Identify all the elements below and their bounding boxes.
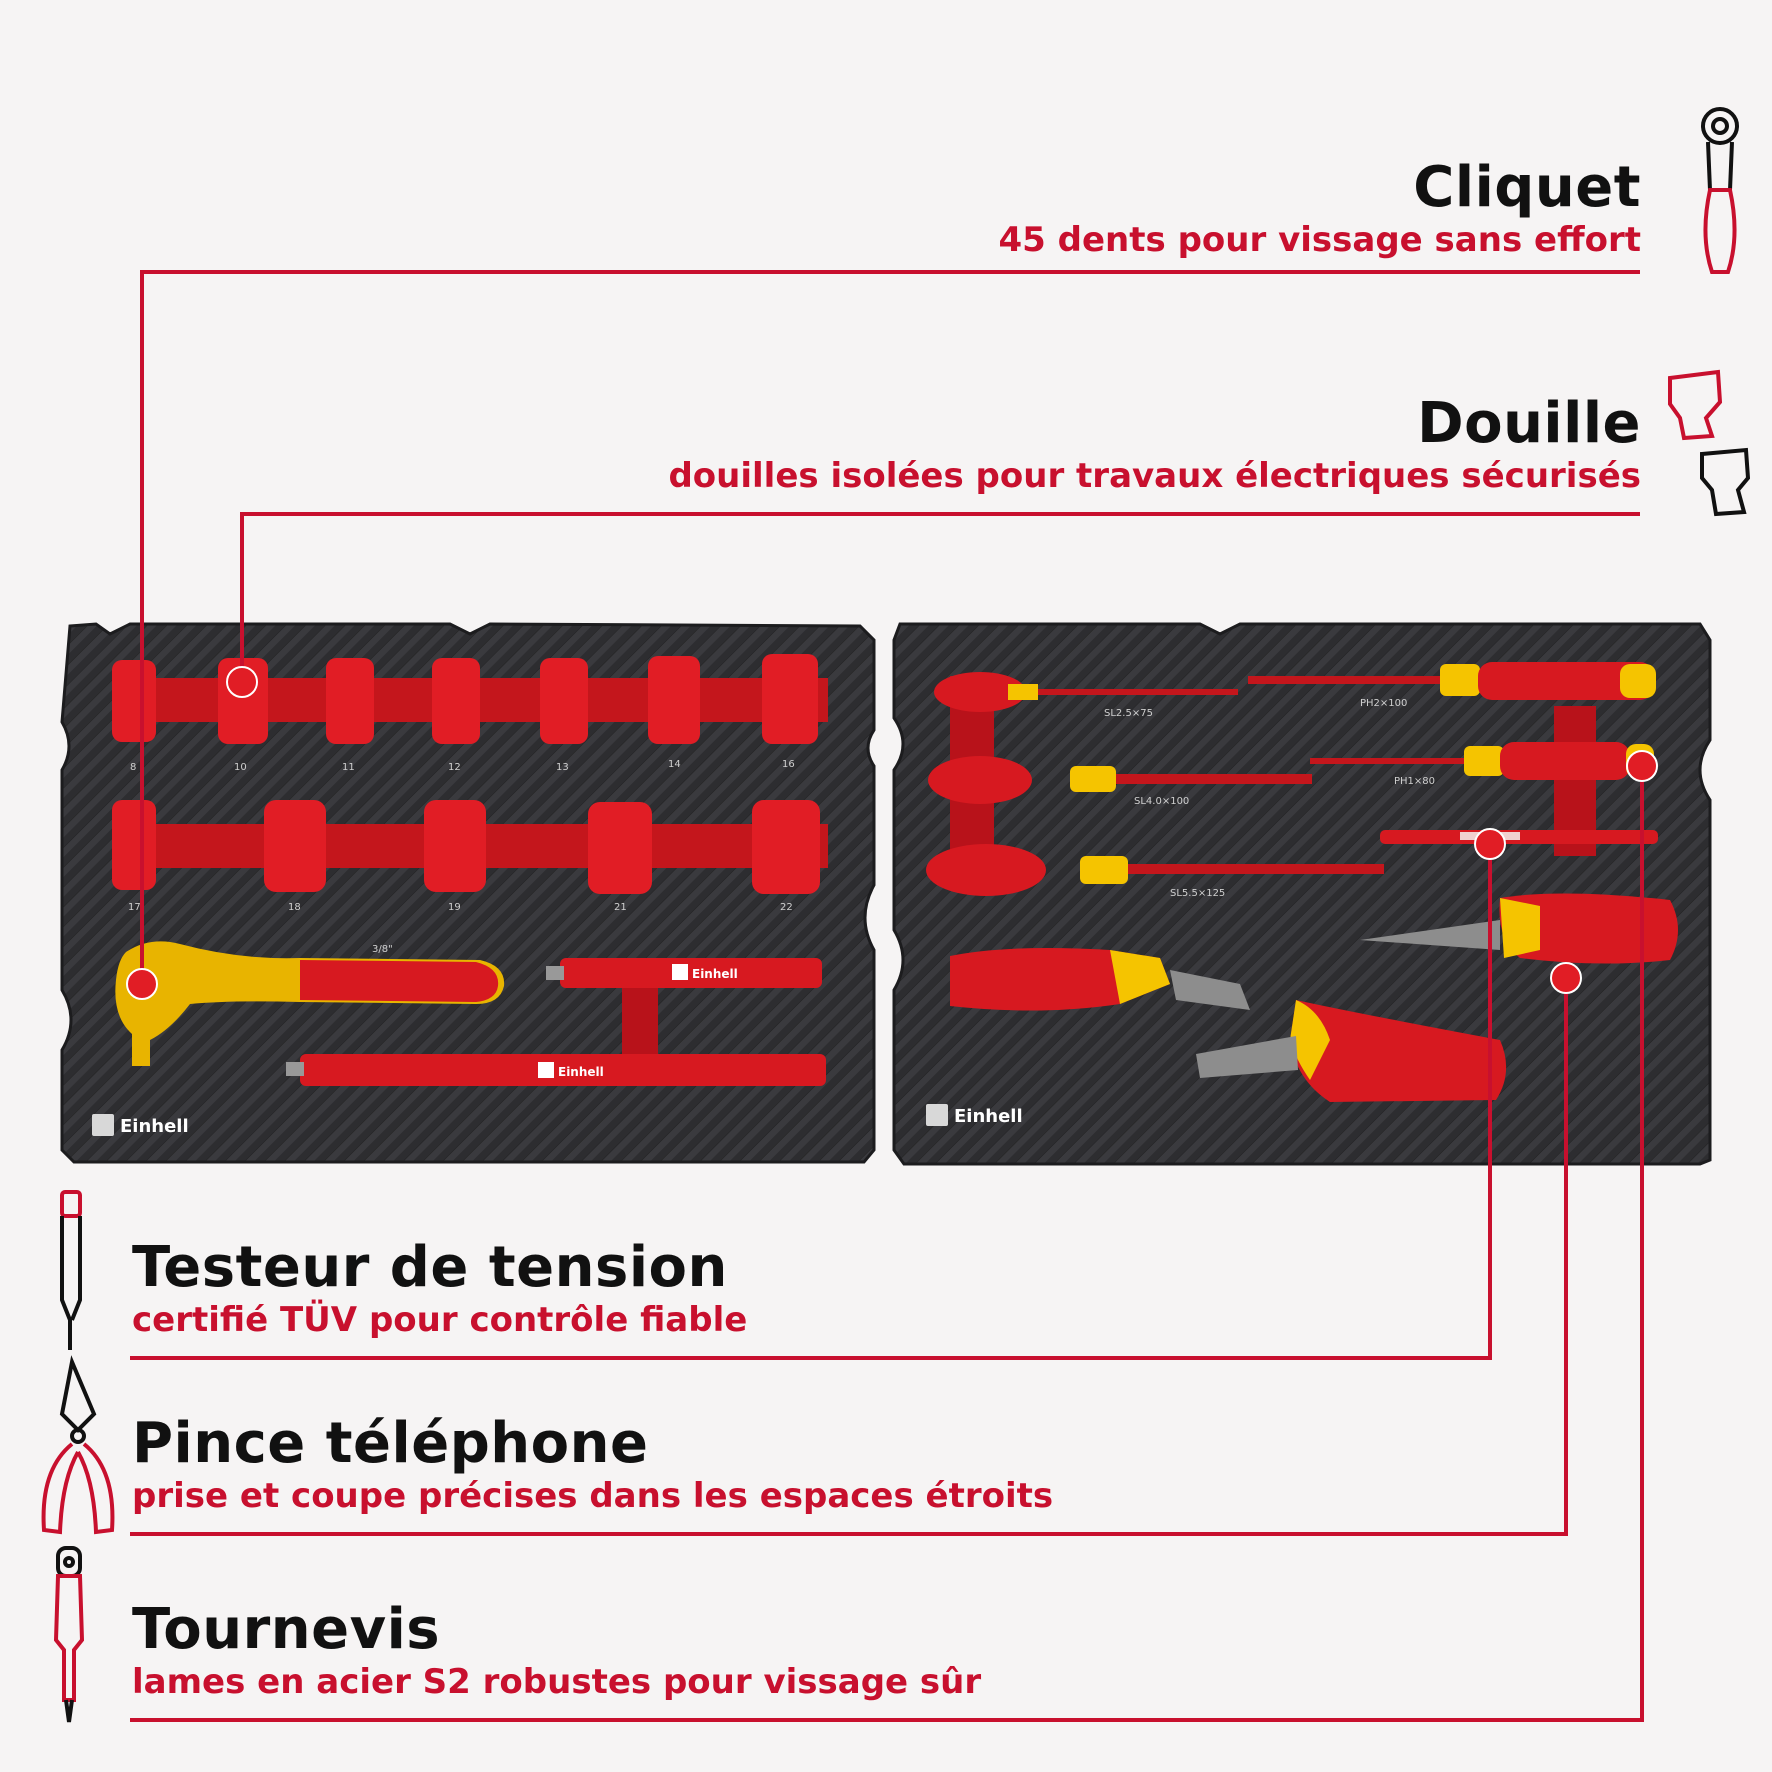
svg-text:19: 19 [448, 902, 461, 913]
svg-text:14: 14 [668, 759, 681, 770]
svg-text:Einhell: Einhell [558, 1065, 604, 1079]
svg-text:SL4.0×100: SL4.0×100 [1134, 796, 1189, 807]
cliquet-marker [126, 968, 158, 1000]
feature-testeur: Testeur de tension certifié TÜV pour con… [132, 1235, 1432, 1341]
svg-text:10: 10 [234, 762, 247, 773]
douille-callout-line [240, 512, 1640, 682]
testeur-marker [1474, 828, 1506, 860]
douille-marker [226, 666, 258, 698]
svg-text:3/8": 3/8" [372, 944, 393, 955]
socket-size-labels-row-1: 8 10 11 12 13 14 16 [130, 759, 795, 773]
cliquet-callout-line [140, 270, 1640, 984]
pince-marker [1550, 962, 1582, 994]
socket-size-labels-row-2: 17 18 19 21 22 [128, 902, 793, 913]
feature-tournevis: Tournevis lames en acier S2 robustes pou… [132, 1597, 1432, 1703]
testeur-subtitle: certifié TÜV pour contrôle fiable [132, 1300, 748, 1340]
svg-text:PH1×80: PH1×80 [1394, 776, 1435, 787]
svg-text:Einhell: Einhell [954, 1106, 1023, 1127]
svg-text:12: 12 [448, 762, 461, 773]
feature-cliquet: Cliquet 45 dents pour vissage sans effor… [541, 155, 1642, 261]
testeur-callout-line [130, 844, 1492, 1360]
svg-text:Einhell: Einhell [120, 1116, 189, 1137]
cliquet-subtitle: 45 dents pour vissage sans effort [998, 220, 1642, 260]
douille-subtitle: douilles isolées pour travaux électrique… [668, 456, 1641, 496]
douille-title: Douille [1417, 391, 1641, 456]
einhell-logo-ext-1: Einhell [672, 964, 738, 981]
svg-text:SL5.5×125: SL5.5×125 [1170, 888, 1225, 899]
voltage-tester-icon [60, 1190, 82, 1350]
tournevis-subtitle: lames en acier S2 robustes pour vissage … [132, 1662, 982, 1702]
socket-icon [1668, 369, 1751, 517]
extension-bars: Einhell Einhell [286, 958, 826, 1086]
svg-text:PH2×100: PH2×100 [1360, 698, 1407, 709]
svg-text:18: 18 [288, 902, 301, 913]
feature-douille: Douille douilles isolées pour travaux él… [341, 391, 1641, 497]
pince-title: Pince téléphone [132, 1411, 649, 1476]
screwdrivers-right-column: PH2×100 PH1×80 [1248, 662, 1658, 856]
svg-text:21: 21 [614, 902, 627, 913]
cliquet-title: Cliquet [1413, 155, 1641, 220]
right-tray: SL2.5×75 SL4.0×100 SL5.5×125 PH2×100 PH1… [892, 622, 1712, 1166]
tournevis-callout-line [130, 766, 1644, 1722]
einhell-logo-left-tray: Einhell [92, 1114, 189, 1137]
ratchet-in-tray: 3/8" [115, 941, 505, 1066]
svg-text:13: 13 [556, 762, 569, 773]
pliers-in-tray [950, 893, 1678, 1102]
einhell-logo-right-tray: Einhell [926, 1104, 1023, 1127]
socket-row-2 [112, 800, 820, 894]
tournevis-marker [1626, 750, 1658, 782]
svg-text:17: 17 [128, 902, 141, 913]
testeur-title: Testeur de tension [132, 1235, 728, 1300]
pliers-icon [41, 1355, 115, 1535]
pince-subtitle: prise et coupe précises dans les espaces… [132, 1476, 1054, 1516]
svg-text:8: 8 [130, 762, 136, 773]
feature-pince: Pince téléphone prise et coupe précises … [132, 1411, 1432, 1517]
svg-text:Einhell: Einhell [692, 967, 738, 981]
svg-text:22: 22 [780, 902, 793, 913]
einhell-logo-ext-2: Einhell [538, 1062, 604, 1079]
svg-text:SL2.5×75: SL2.5×75 [1104, 708, 1153, 719]
tournevis-title: Tournevis [132, 1597, 441, 1662]
screwdriver-icon [53, 1546, 85, 1723]
svg-text:16: 16 [782, 759, 795, 770]
pince-callout-line [130, 978, 1568, 1536]
svg-text:11: 11 [342, 762, 355, 773]
ratchet-icon [1701, 107, 1739, 274]
screwdrivers-left-column: SL2.5×75 SL4.0×100 SL5.5×125 [926, 672, 1384, 899]
